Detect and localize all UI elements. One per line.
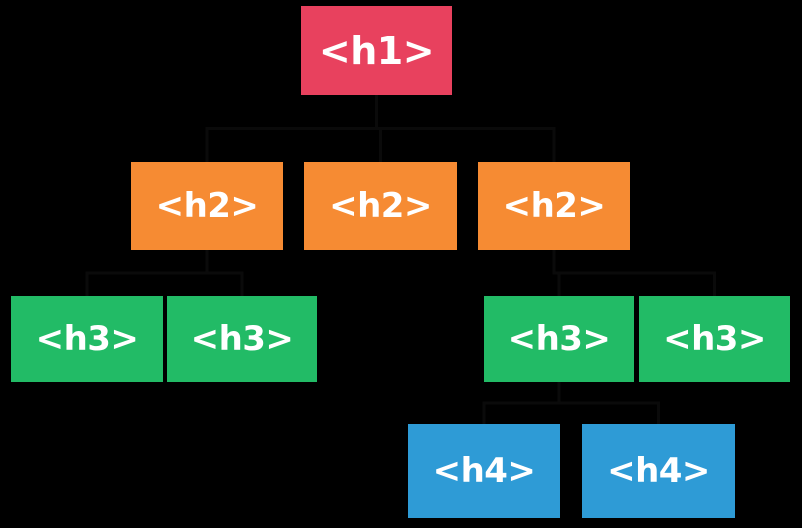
node-label: <h2> — [155, 186, 259, 226]
node-h3-4[interactable]: <h3> — [639, 296, 790, 382]
connector-h1-0-to-h2-1 — [375, 95, 382, 162]
node-label: <h4> — [432, 451, 536, 491]
connector-h1-0-to-h2-0 — [205, 95, 378, 162]
connector-h3-2-to-h4-1 — [557, 382, 660, 424]
node-h2-3[interactable]: <h2> — [478, 162, 630, 250]
node-label: <h3> — [663, 319, 766, 359]
node-h2-1[interactable]: <h2> — [131, 162, 283, 250]
connector-h2-0-to-h3-0 — [85, 250, 209, 296]
node-label: <h3> — [507, 319, 611, 359]
node-label: <h3> — [35, 319, 139, 359]
node-h3-1[interactable]: <h3> — [11, 296, 163, 382]
node-label: <h4> — [607, 451, 710, 491]
connector-h2-0-to-h3-1 — [205, 250, 244, 296]
node-h4-1[interactable]: <h4> — [408, 424, 560, 518]
node-h4-2[interactable]: <h4> — [582, 424, 735, 518]
node-label: <h3> — [190, 319, 294, 359]
node-h1-1[interactable]: <h1> — [301, 6, 452, 95]
connector-h2-2-to-h3-3 — [552, 250, 716, 296]
connector-h2-2-to-h3-2 — [552, 250, 561, 296]
connector-h1-0-to-h2-2 — [375, 95, 556, 162]
connector-h3-2-to-h4-0 — [482, 382, 561, 424]
node-label: <h1> — [318, 28, 435, 73]
node-h3-3[interactable]: <h3> — [484, 296, 634, 382]
node-h2-2[interactable]: <h2> — [304, 162, 457, 250]
node-h3-2[interactable]: <h3> — [167, 296, 317, 382]
node-label: <h2> — [329, 186, 432, 226]
node-label: <h2> — [502, 186, 606, 226]
